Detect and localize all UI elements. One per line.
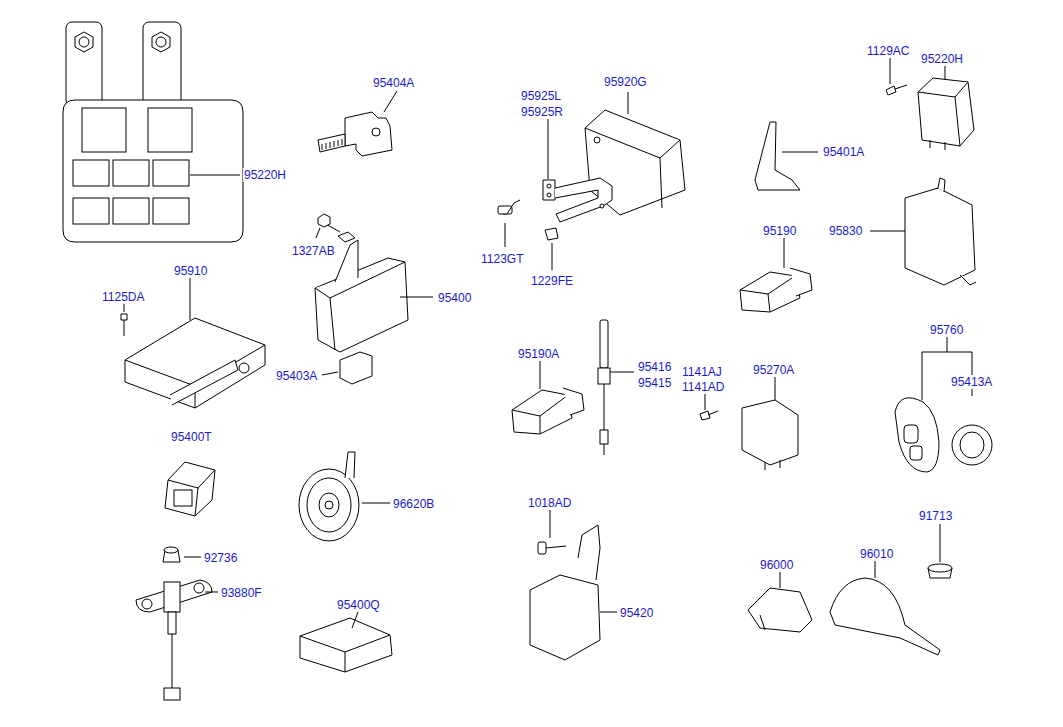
callout-number: 95220H [243, 168, 287, 182]
callout-number: 93880F [220, 586, 263, 600]
callout-number: 1123GT [480, 252, 524, 266]
callout-number: 95190A [517, 347, 560, 361]
callout-number: 1129AC [866, 44, 910, 58]
callout-number: 95404A [372, 76, 415, 90]
callout-number: 1141AJ [681, 365, 723, 379]
callout-number: 95401A [822, 145, 865, 159]
callout-number: 95270A [752, 363, 795, 377]
callout-number: 1229FE [530, 274, 574, 288]
callout-number: 95925L [520, 89, 562, 103]
callout-number: 91713 [918, 509, 953, 523]
callout-number: 96010 [859, 547, 894, 561]
callout-number: 1141AD [681, 380, 725, 394]
callout-number: 95910 [173, 264, 208, 278]
callout-number: 1018AD [527, 496, 572, 510]
callout-number: 95420 [619, 606, 654, 620]
callout-number: 95925R [520, 105, 564, 119]
callout-number: 96000 [759, 558, 794, 572]
callout-number: 1327AB [291, 244, 336, 258]
callout-number: 95830 [828, 224, 863, 238]
callout-number: 92736 [203, 551, 238, 565]
callout-number: 95413A [950, 375, 993, 389]
callout-number: 95190 [762, 224, 797, 238]
callout-number: 95400 [437, 291, 472, 305]
callout-number: 95403A [275, 369, 318, 383]
callout-number: 95920G [603, 75, 648, 89]
callout-number: 95400T [170, 430, 213, 444]
callout-number: 95220H [920, 52, 964, 66]
callout-number: 95415 [637, 376, 672, 390]
callout-number: 96620B [392, 497, 435, 511]
callout-number: 95400Q [336, 598, 381, 612]
callout-number: 1125DA [101, 290, 145, 304]
callout-number: 95760 [929, 323, 964, 337]
callout-number: 95416 [637, 360, 672, 374]
